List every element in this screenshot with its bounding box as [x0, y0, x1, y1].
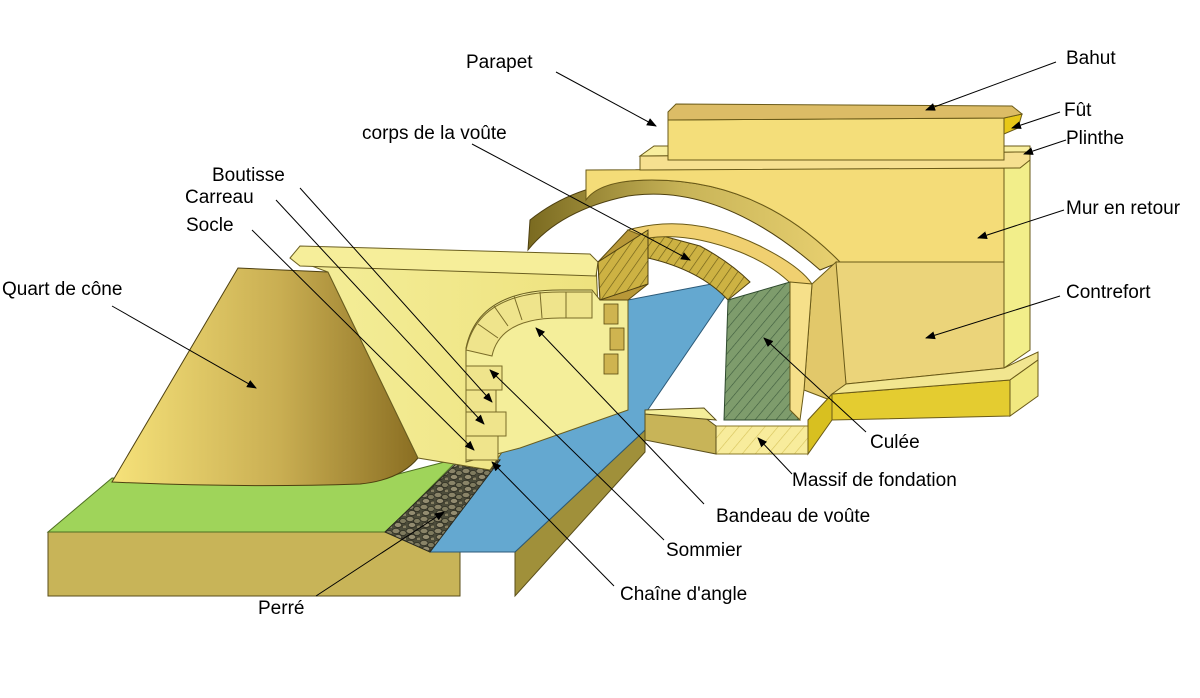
fut [667, 117, 1005, 161]
leader-bahut [925, 61, 1057, 111]
left-abutment [289, 229, 649, 471]
label-carreau: Carreau [185, 187, 254, 208]
quart-de-cone [111, 267, 419, 487]
right-base-side [1009, 359, 1039, 417]
label-perre: Perré [258, 598, 304, 619]
label-plinthe: Plinthe [1066, 128, 1124, 149]
leader-socle [251, 229, 475, 451]
label-bahut: Bahut [1066, 48, 1116, 69]
label-socle: Socle [186, 215, 234, 236]
leader-perre [315, 511, 445, 597]
label-boutisse: Boutisse [212, 165, 285, 186]
label-fut: Fût [1064, 100, 1092, 121]
leader-fut [1011, 111, 1061, 129]
perre-riprap [384, 457, 501, 553]
leader-lines [111, 61, 1067, 597]
vault-stone-block [597, 229, 649, 301]
massif-fondation [715, 425, 809, 455]
leader-contrefort [925, 295, 1061, 340]
label-corps-voute: corps de la voûte [362, 123, 507, 144]
right-base-corner [807, 392, 833, 456]
bahut [667, 103, 1024, 121]
foundation-slab-left [644, 413, 717, 455]
label-massif-fondation: Massif de fondation [792, 470, 957, 491]
leader-parapet [555, 71, 657, 127]
contrefort-face [835, 261, 1005, 385]
culee-section [723, 281, 801, 421]
label-sommier: Sommier [666, 540, 743, 561]
leader-massif [757, 437, 793, 475]
foundation-slab-top [644, 407, 718, 421]
ground [46, 428, 646, 598]
mur-en-retour [585, 167, 1005, 263]
leader-mur-retour [977, 209, 1065, 240]
label-mur-retour: Mur en retour [1066, 198, 1181, 219]
leader-plinthe [1023, 139, 1067, 155]
leader-sommier [489, 369, 665, 541]
leader-boutisse [299, 187, 493, 403]
voussoir-joints [477, 291, 567, 339]
label-chaine-angle: Chaîne d'angle [620, 584, 747, 605]
right-wall-side [1003, 151, 1031, 369]
right-wall [585, 151, 1039, 456]
label-contrefort: Contrefort [1066, 282, 1151, 303]
contrefort-inner-light [789, 281, 813, 422]
vault-body [527, 179, 841, 301]
leader-culee [763, 337, 867, 433]
left-voussoirs [465, 291, 593, 357]
label-culee: Culée [870, 432, 920, 453]
leader-corps-voute [471, 143, 691, 261]
leader-bandeau [535, 327, 705, 505]
leader-chaine-angle [491, 461, 615, 587]
left-vault-side-stones [603, 303, 625, 375]
labels: Parapet Bahut Fût Plinthe corps de la vo… [2, 48, 1181, 619]
label-parapet: Parapet [466, 52, 533, 73]
label-bandeau-voute: Bandeau de voûte [716, 506, 870, 527]
parapet [638, 103, 1031, 171]
label-quart-cone: Quart de cône [2, 279, 122, 300]
leader-quart-cone [111, 305, 257, 389]
leader-carreau [275, 199, 485, 425]
